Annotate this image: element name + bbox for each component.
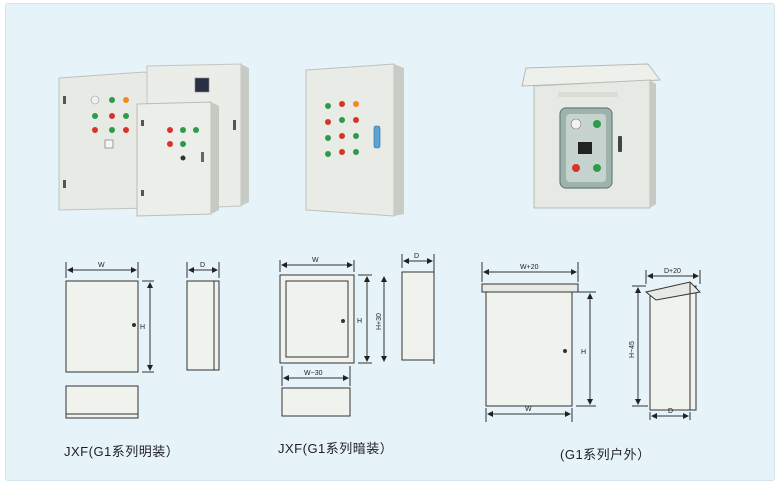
flush-cabinet-photo [305,63,404,217]
surface-cabinets-photo [58,63,249,217]
surface-height-label: H [140,324,145,331]
caption-outdoor: (G1系列户外） [560,447,651,462]
flush-depth-label: D [414,253,419,260]
outdoor-roof-front [481,283,579,293]
cabinet-large-left [58,71,155,211]
flush-width-inner-label: W−30 [304,370,323,377]
flush-front-view [279,274,355,364]
outdoor-depth-top-label: D+20 [664,268,681,275]
outdoor-cabinet-photo [521,63,661,209]
flush-side-view [401,271,435,361]
outdoor-width-top-label: W+20 [520,264,539,271]
outdoor-width-label: W [525,406,532,413]
surface-bottom-view [65,385,139,419]
caption-surface-mount: JXF(G1系列明装） [64,444,180,459]
flush-bottom-view [281,387,351,417]
flush-width-label: W [312,257,319,264]
flush-height-label: H [357,318,362,325]
cabinet-small-front [136,101,219,217]
outdoor-side-view [649,285,697,411]
flush-height-outer-label: H+30 [376,313,383,330]
surface-width-label: W [98,262,105,269]
outdoor-height-label: H [581,349,586,356]
outdoor-depth-label: D [668,408,673,415]
surface-front-view [65,280,139,373]
caption-flush-mount: JXF(G1系列暗装） [278,441,394,456]
outdoor-height-outer-label: H−45 [629,341,636,358]
surface-depth-label: D [200,262,205,269]
outdoor-front-view [485,291,573,407]
